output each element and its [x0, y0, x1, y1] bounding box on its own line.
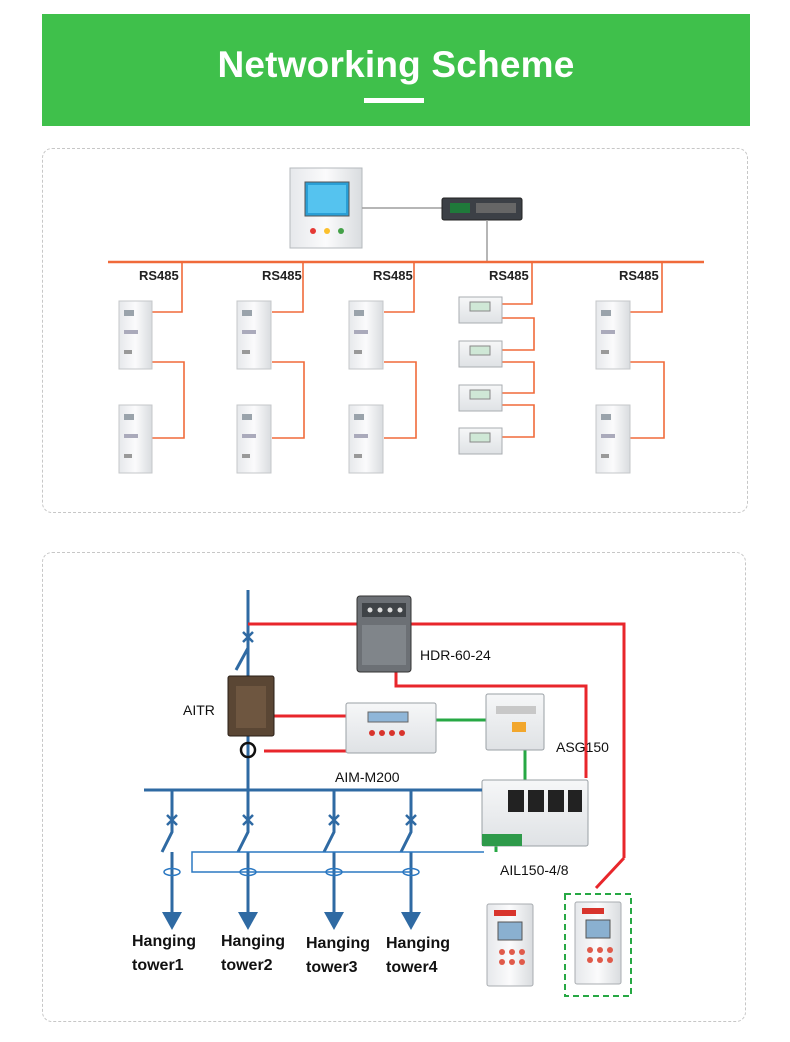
power-wiring [248, 622, 626, 890]
header-banner: Networking Scheme [42, 14, 750, 126]
title-underline [364, 98, 424, 103]
locator-label: AIL150-4/8 [500, 862, 569, 878]
alarm-label: ASG150 [556, 739, 609, 755]
rs485-label-4: RS485 [489, 268, 529, 283]
gateway-device [441, 197, 523, 221]
fault-locator-device [481, 779, 589, 847]
tower-1-line1: Hanging [132, 933, 196, 950]
meter-column-4 [458, 296, 503, 455]
tower-4-line2: tower4 [386, 959, 438, 976]
tower-2-line2: tower2 [221, 957, 273, 974]
page-title: Networking Scheme [217, 44, 575, 85]
monitor-label: AIM-M200 [335, 769, 400, 785]
tower-4-line1: Hanging [386, 935, 450, 952]
remote-alarm-panel-2 [574, 901, 622, 985]
wiring-diagram-panel [42, 552, 746, 1022]
rs485-label-1: RS485 [139, 268, 179, 283]
branch-breaker-marks [166, 814, 417, 826]
cabinet-column-3 [348, 300, 384, 474]
branch-arrows [162, 912, 421, 930]
power-supply-device [356, 595, 412, 673]
insulation-monitor-device [345, 702, 437, 754]
remote-alarm-panel-1 [486, 903, 534, 987]
tower-3-line1: Hanging [306, 935, 370, 952]
branch-feeders [160, 790, 413, 925]
sensing-loop [163, 851, 484, 877]
cabinet-column-2 [236, 300, 272, 474]
transformer-device [227, 675, 275, 737]
rs485-label-5: RS485 [619, 268, 659, 283]
network-diagram-panel [42, 148, 748, 513]
tower-1-line2: tower1 [132, 957, 184, 974]
rs485-label-3: RS485 [373, 268, 413, 283]
monitoring-host [289, 167, 363, 249]
rs485-drop-wiring [152, 262, 665, 439]
power-supply-label: HDR-60-24 [420, 647, 491, 663]
main-breaker-x [242, 631, 254, 643]
tower-2-line1: Hanging [221, 933, 285, 950]
cabinet-column-5 [595, 300, 631, 474]
transformer-label: AITR [183, 702, 215, 718]
tower-3-line2: tower3 [306, 959, 358, 976]
current-transformer-ring [239, 741, 257, 759]
cabinet-column-1 [118, 300, 153, 474]
main-switch [234, 647, 250, 671]
rs485-label-2: RS485 [262, 268, 302, 283]
highlight-box [564, 893, 632, 997]
alarm-module-device [485, 693, 545, 751]
